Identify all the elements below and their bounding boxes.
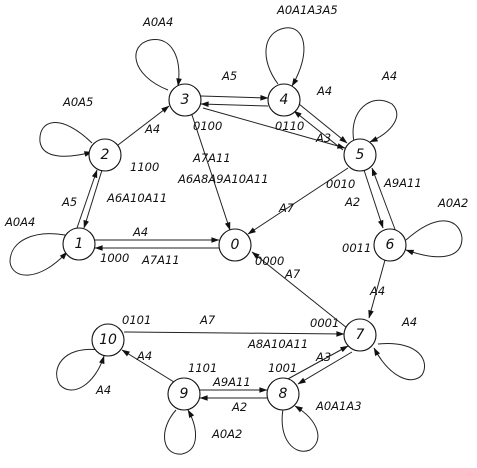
edge-6-5	[371, 167, 397, 233]
state-code-7: 0001	[310, 316, 339, 330]
edge-label-8-9: A2	[231, 400, 247, 414]
edge-9-10	[121, 349, 175, 383]
edge-3-0	[191, 114, 231, 231]
edge-5-0	[247, 167, 349, 235]
edge-label-2-3: A4	[144, 122, 160, 136]
svg-text:3: 3	[181, 92, 190, 108]
self-loop-label-10: A4	[95, 383, 111, 397]
state-node-5: 5	[343, 138, 377, 172]
svg-text:7: 7	[356, 327, 365, 343]
self-loop-label-5: A4	[381, 69, 397, 83]
edge-4-5	[298, 103, 348, 144]
self-loop-label-2: A0A5	[62, 95, 93, 109]
edge-6-7	[368, 259, 386, 319]
self-loop-9	[164, 409, 196, 455]
edge-label-5-0: A7	[278, 201, 295, 215]
edge-4-3	[200, 101, 269, 108]
edge-5-4	[293, 110, 344, 151]
self-loop-label-7: A4	[401, 315, 417, 329]
svg-text:4: 4	[280, 92, 289, 108]
svg-text:0: 0	[231, 237, 240, 253]
state-node-6: 6	[373, 228, 407, 262]
state-code-6: 0011	[342, 241, 371, 255]
state-node-1: 1	[62, 227, 96, 261]
edge-2-3	[117, 105, 170, 146]
edge-label-3-0-b: A6A8A9A10A11	[177, 172, 269, 186]
svg-text:9: 9	[180, 386, 189, 402]
state-node-3: 3	[168, 83, 202, 117]
edge-8-7	[285, 345, 349, 381]
edge-label-10-7: A7	[199, 313, 216, 327]
state-node-8: 8	[266, 377, 300, 411]
svg-text:10: 10	[99, 332, 117, 348]
svg-text:5: 5	[356, 147, 365, 163]
self-loop-1	[9, 233, 68, 276]
self-loop-6	[405, 220, 463, 258]
self-loop-8	[281, 405, 319, 452]
svg-text:6: 6	[386, 237, 395, 253]
svg-text:8: 8	[279, 386, 288, 402]
svg-text:1: 1	[75, 236, 84, 252]
state-code-2: 1100	[130, 160, 159, 174]
edge-label-7-0: A7	[284, 267, 301, 281]
edge-label-9-10: A4	[136, 349, 152, 363]
edge-7-8	[297, 351, 353, 385]
state-code-10: 0101	[122, 313, 151, 327]
state-node-9: 9	[167, 377, 201, 411]
edge-3-4	[200, 94, 269, 101]
state-node-7: 7	[343, 318, 377, 352]
self-loop-label-4: A0A1A3A5	[276, 3, 338, 17]
self-loop-2	[39, 122, 93, 157]
edge-3-5	[202, 107, 346, 149]
self-loop-label-6: A0A2	[437, 196, 468, 210]
edge-label-1-2: A5	[61, 195, 77, 209]
state-node-0: 0	[218, 228, 252, 262]
edge-label-4-5: A4	[316, 84, 332, 98]
self-loop-5	[352, 99, 398, 143]
edge-label-5-6: A2	[344, 195, 360, 209]
self-loop-label-9: A0A2	[211, 427, 242, 441]
svg-text:2: 2	[101, 147, 110, 163]
self-loop-7	[373, 343, 426, 381]
edge-10-7	[123, 331, 345, 337]
state-code-5: 0010	[326, 177, 355, 191]
edge-label-0-1: A7A11	[141, 253, 180, 267]
self-loop-label-3: A0A4	[142, 15, 173, 29]
edge-label-1-0: A4	[132, 225, 148, 239]
edge-label-9-8: A9A11	[212, 375, 251, 389]
edge-2-1	[83, 169, 103, 229]
edge-1-2	[76, 169, 98, 229]
edge-label-6-5: A9A11	[383, 176, 422, 190]
state-code-3: 0100	[193, 119, 222, 133]
edge-label-3-0-a: A7A11	[192, 151, 231, 165]
state-node-4: 4	[267, 83, 301, 117]
edge-label-2-1: A6A10A11	[106, 191, 167, 205]
edge-label-5-4: A3	[315, 131, 331, 145]
state-code-1: 1000	[100, 251, 129, 265]
self-loop-label-8: A0A1A3	[315, 399, 362, 413]
edge-5-6	[363, 169, 384, 229]
state-code-4: 0110	[275, 119, 304, 133]
state-code-8: 1001	[268, 361, 297, 375]
state-node-10: 10	[91, 323, 125, 357]
state-code-9: 1101	[188, 361, 217, 375]
self-loop-3	[135, 39, 182, 91]
self-loop-label-1: A0A4	[4, 215, 35, 229]
self-loop-4	[265, 27, 305, 87]
self-loop-10	[56, 348, 105, 391]
edge-label-7-8: A3	[315, 350, 331, 364]
edge-label-6-7: A4	[369, 284, 385, 298]
state-node-2: 2	[88, 138, 122, 172]
state-code-0: 0000	[255, 254, 284, 268]
edge-label-3-4: A5	[221, 69, 237, 83]
edge-7-0	[251, 251, 348, 329]
edge-label-8-7: A8A10A11	[247, 337, 308, 351]
